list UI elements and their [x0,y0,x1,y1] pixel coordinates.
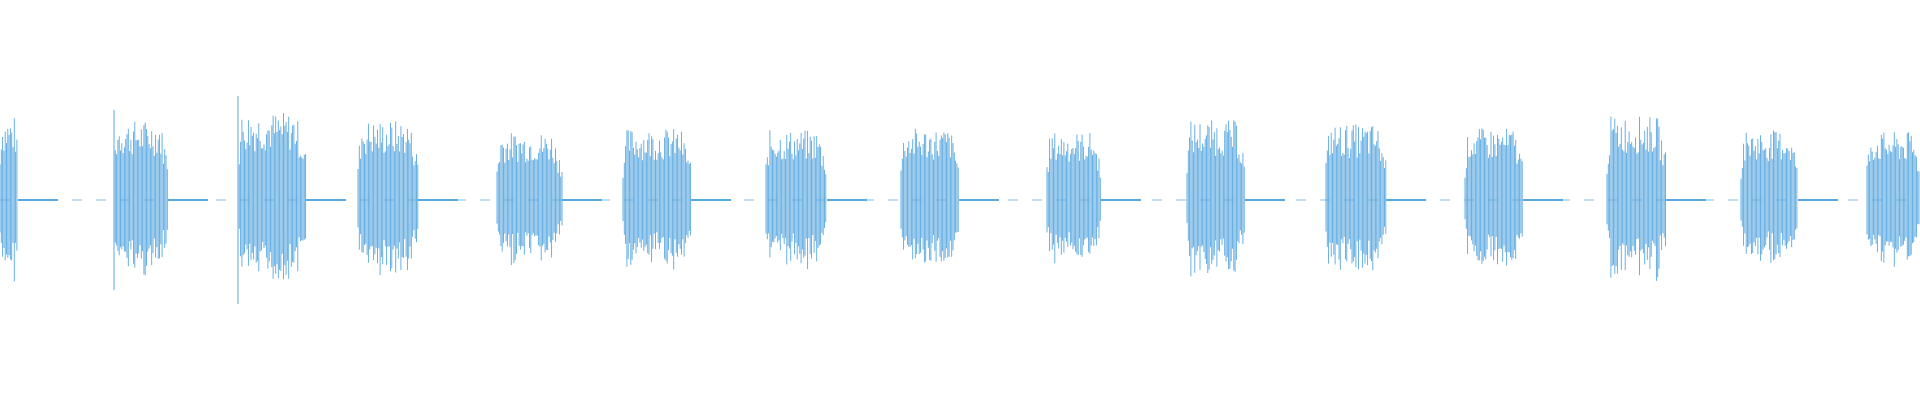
waveform-burst-signal [1740,130,1798,263]
waveform-burst-signal [622,129,692,270]
waveform-burst-signal [765,130,827,270]
waveform-burst [237,113,346,280]
waveform-burst-signal [1325,124,1387,271]
waveform-bursts [0,113,1920,282]
waveform-burst [1866,132,1920,267]
waveform-burst-signal [1186,120,1245,277]
waveform-burst [496,133,602,266]
waveform-burst [1046,133,1141,264]
waveform-burst-signal [113,121,168,276]
waveform-burst [1464,128,1563,266]
waveform-burst [622,129,731,270]
waveform-burst [0,118,58,282]
waveform-burst-signal [0,118,18,282]
waveform-burst-signal [237,113,307,280]
waveform-burst [1606,116,1706,281]
waveform-burst [1325,124,1426,271]
waveform-spikes [113,96,239,304]
waveform-burst-signal [900,128,959,263]
waveform-burst-signal [1866,132,1920,267]
waveform-burst-signal [1464,128,1523,266]
waveform-burst [765,130,867,270]
waveform-burst [900,128,999,263]
waveform-burst [357,121,458,276]
waveform-burst-signal [1046,133,1101,264]
waveform-burst-signal [357,121,419,276]
waveform-burst-signal [496,133,563,266]
waveform-burst [1186,120,1285,277]
waveform-burst-signal [1606,116,1666,281]
waveform-burst [1740,130,1838,263]
waveform-burst [113,121,208,276]
